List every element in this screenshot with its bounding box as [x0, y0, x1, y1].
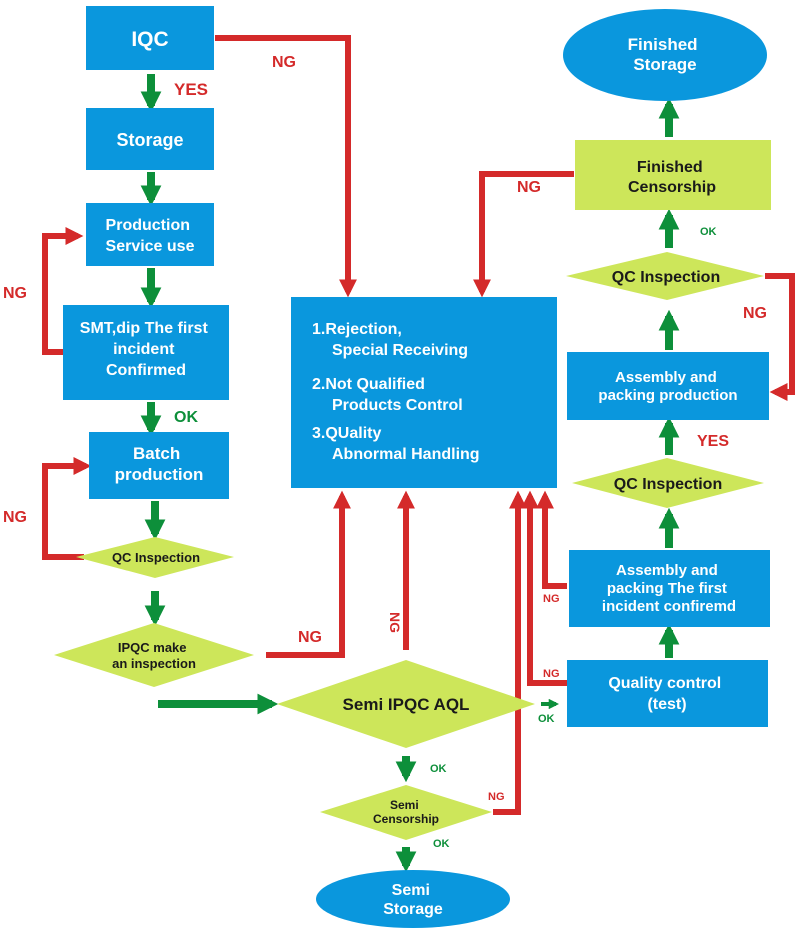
- production-service-line: Service use: [106, 238, 195, 255]
- assembly-packing-line: packing production: [598, 387, 737, 404]
- handling-line: Abnormal Handling: [332, 446, 480, 463]
- ng-connectors: [42, 35, 795, 815]
- box-storage: [86, 108, 214, 170]
- semi-ipqc-aql-label: Semi IPQC AQL: [343, 695, 470, 714]
- production-service-line: Production: [106, 217, 190, 234]
- batch-production-line: production: [115, 465, 204, 484]
- handling-center-label: 1.Rejection, Special Receiving 2.Not Qua…: [312, 321, 480, 463]
- handling-line: 2.Not Qualified: [312, 376, 425, 393]
- ng-loop-qc-top-to-assembly: [765, 273, 795, 401]
- ng-arrow-quality-control-to-center: [521, 490, 567, 686]
- label-ng-quality-control: NG: [543, 668, 560, 680]
- box-batch-production: [89, 432, 229, 499]
- assembly-first-line: packing The first: [607, 580, 727, 597]
- ellipse-semi-storage: [316, 870, 510, 928]
- semi-storage-label: Semi Storage: [383, 882, 443, 918]
- ipqc-inspection-label: IPQC make an inspection: [112, 640, 196, 671]
- diamond-qc-inspection-mid: [572, 458, 764, 508]
- storage-label: Storage: [116, 130, 183, 150]
- ipqc-inspection-line: IPQC make: [118, 640, 187, 655]
- qc-inspection-top-label: QC Inspection: [612, 269, 720, 286]
- label-ng-iqc: NG: [272, 54, 296, 71]
- smt-dip-line: Confirmed: [106, 362, 186, 379]
- label-ng-qc-top: NG: [743, 305, 767, 322]
- diamond-qc-inspection-left: [76, 537, 234, 578]
- label-ok-semi-aql: OK: [430, 763, 447, 775]
- label-ng-assembly-first: NG: [543, 593, 560, 605]
- qc-inspection-mid-label: QC Inspection: [614, 476, 722, 493]
- box-smt-dip: [63, 305, 229, 400]
- ng-arrow-finished-censorship-to-center: [473, 171, 574, 298]
- semi-censorship-label: Semi Censorship: [373, 798, 439, 826]
- handling-line: 1.Rejection,: [312, 321, 402, 338]
- label-ng-ipqc: NG: [298, 629, 322, 646]
- label-yes-iqc: YES: [174, 80, 208, 99]
- label-ok-to-qc-test: OK: [538, 713, 555, 725]
- diamond-semi-ipqc-aql: [277, 660, 535, 748]
- box-assembly-first-incident: [569, 550, 770, 627]
- diamond-qc-inspection-top: [566, 252, 764, 300]
- label-ok-smt: OK: [174, 409, 198, 426]
- finished-storage-line: Storage: [633, 55, 696, 74]
- label-ng-finished-censorship: NG: [517, 179, 541, 196]
- ng-loop-smt-to-production: [42, 227, 84, 355]
- box-handling-center: [291, 297, 557, 488]
- assembly-first-line: Assembly and: [616, 562, 718, 579]
- assembly-first-incident-label: Assembly and packing The first incident …: [602, 562, 736, 615]
- ellipse-finished-storage: [563, 9, 767, 101]
- quality-control-line: Quality control: [608, 675, 721, 692]
- semi-censorship-line: Semi: [390, 798, 419, 812]
- semi-storage-line: Storage: [383, 901, 443, 918]
- batch-production-label: Batch production: [115, 444, 204, 484]
- label-ok-qc-top: OK: [700, 226, 717, 238]
- diamond-semi-censorship: [320, 785, 492, 840]
- semi-censorship-line: Censorship: [373, 812, 439, 826]
- ng-loop-qc-to-batch: [42, 457, 92, 560]
- label-ng-batch-loop: NG: [3, 509, 27, 526]
- assembly-packing-line: Assembly and: [615, 369, 717, 386]
- finished-storage-line: Finished: [628, 35, 698, 54]
- handling-line: 3.QUality: [312, 425, 381, 442]
- ng-arrow-ipqc-to-center: [266, 490, 351, 658]
- batch-production-line: Batch: [133, 444, 180, 463]
- assembly-first-line: incident confiremd: [602, 598, 736, 615]
- box-quality-control-test: [567, 660, 768, 727]
- semi-storage-line: Semi: [392, 882, 430, 899]
- smt-dip-line: incident: [113, 341, 175, 358]
- ng-arrow-semi-censorship-to-center: [493, 490, 527, 815]
- label-ok-semi-censorship: OK: [433, 838, 450, 850]
- iqc-label: IQC: [131, 28, 168, 51]
- finished-censorship-line: Finished: [637, 159, 703, 176]
- ng-arrow-iqc-to-center: [215, 35, 357, 298]
- label-ng-production-loop: NG: [3, 285, 27, 302]
- box-finished-censorship[interactable]: [575, 140, 771, 210]
- process-boxes: [63, 6, 771, 727]
- qc-inspection-left-label: QC Inspection: [112, 550, 200, 565]
- ng-arrow-assembly-first-to-center: [536, 490, 567, 589]
- assembly-packing-production-label: Assembly and packing production: [598, 369, 737, 404]
- quality-control-test-label: Quality control (test): [608, 675, 725, 713]
- label-ng-semi-censorship: NG: [488, 791, 505, 803]
- production-service-label: Production Service use: [106, 217, 195, 255]
- ipqc-inspection-line: an inspection: [112, 656, 196, 671]
- smt-dip-label: SMT,dip The first incident Confirmed: [80, 320, 212, 379]
- handling-line: Special Receiving: [332, 342, 468, 359]
- ok-connectors: [140, 74, 680, 873]
- box-production-service: [86, 203, 214, 266]
- box-assembly-packing-production: [567, 352, 769, 420]
- quality-control-line: (test): [647, 696, 686, 713]
- decision-diamonds: [54, 252, 764, 840]
- finished-censorship-label: Finished Censorship: [628, 159, 716, 196]
- label-yes-qc-mid: YES: [697, 433, 729, 450]
- finished-censorship-line: Censorship: [628, 179, 716, 196]
- smt-dip-line: SMT,dip The first: [80, 320, 209, 337]
- box-iqc: [86, 6, 214, 70]
- handling-line: Products Control: [332, 397, 463, 414]
- label-ng-semi-aql: NG: [387, 612, 403, 633]
- finished-storage-label: Finished Storage: [628, 35, 703, 74]
- diamond-ipqc-inspection: [54, 623, 254, 687]
